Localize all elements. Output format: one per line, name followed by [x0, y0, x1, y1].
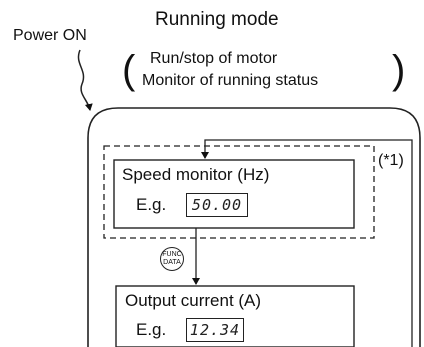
output-current-title: Output current (A) — [125, 291, 262, 310]
output-current-box — [115, 285, 355, 347]
page-title: Running mode — [155, 9, 279, 30]
current-eg-label: E.g. — [136, 320, 167, 339]
left-paren: ( — [122, 48, 136, 92]
mode-frame — [87, 107, 421, 347]
footnote-marker: (*1) — [378, 152, 404, 169]
subtitle-line-1: Run/stop of motor — [150, 50, 278, 67]
power-on-arrow — [77, 49, 93, 111]
current-lcd-display: 12.34 — [186, 318, 244, 342]
dashed-group — [103, 145, 375, 239]
speed-monitor-title: Speed monitor (Hz) — [122, 165, 270, 184]
power-on-label: Power ON — [13, 27, 87, 44]
subtitle-line-2: Monitor of running status — [142, 72, 319, 89]
loop-arrow — [201, 139, 413, 347]
func-key-line2: DATA — [163, 259, 181, 266]
func-key-line1: FUNC — [162, 251, 182, 258]
func-data-key-icon: FUNC DATA — [160, 247, 184, 271]
speed-eg-label: E.g. — [136, 195, 167, 214]
speed-lcd-display: 50.00 — [186, 193, 248, 217]
right-paren: ) — [392, 48, 406, 92]
